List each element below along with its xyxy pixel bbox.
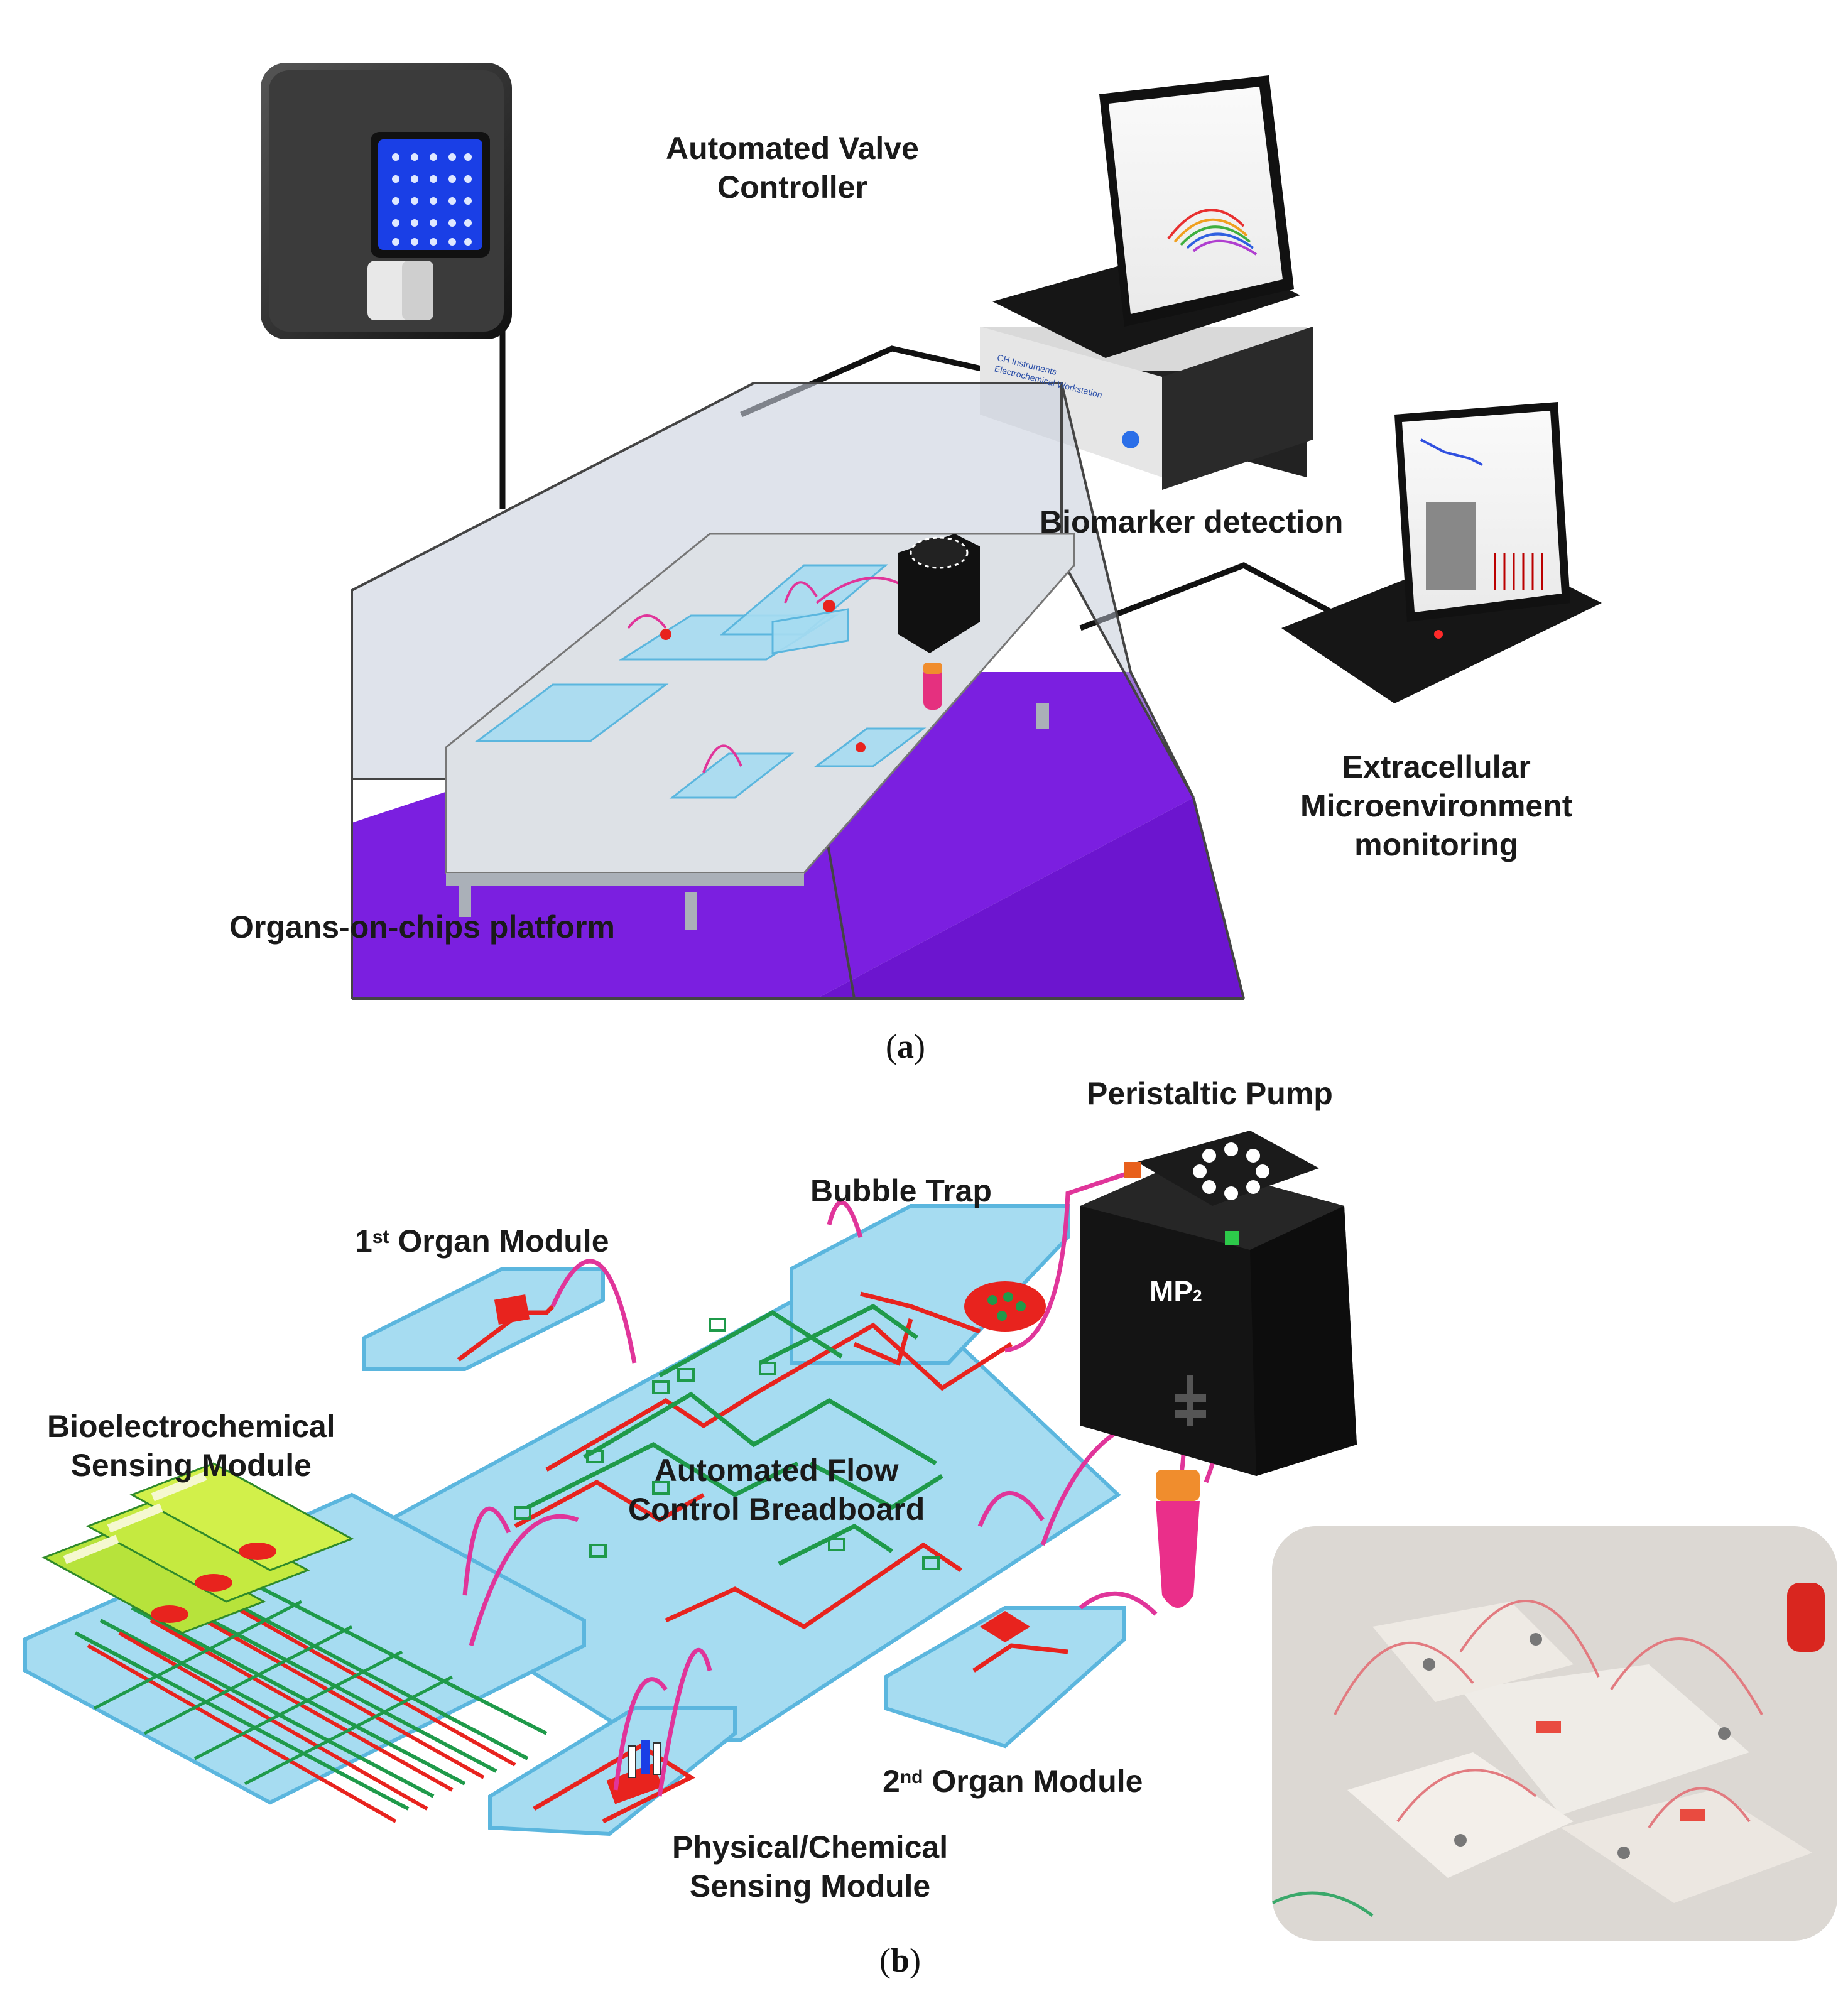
organ2-number: 2 <box>883 1764 900 1799</box>
electrochemical-workstation <box>980 75 1313 490</box>
bioelectro-label: Bioelectrochemical Sensing Module <box>47 1407 335 1485</box>
extracellular-label-line1: Extracellular <box>1342 749 1531 784</box>
biomarker-label: Biomarker detection <box>1040 504 1344 540</box>
pump-brand: MP2 <box>1150 1272 1202 1315</box>
organ1-ordinal: st <box>372 1227 389 1247</box>
caption-b-letter: b <box>890 1941 910 1979</box>
chip-layout-b <box>23 1131 1357 1836</box>
physical-chemical-label: Physical/Chemical Sensing Module <box>672 1828 948 1906</box>
caption-b: (b) <box>879 1941 921 1979</box>
organ1-number: 1 <box>355 1223 372 1259</box>
breadboard-label-line2: Control Breadboard <box>628 1492 925 1527</box>
physical-chemical-chip <box>488 1706 737 1836</box>
reservoir-tube <box>1156 1470 1200 1608</box>
bubble-trap-label: Bubble Trap <box>810 1173 992 1208</box>
peristaltic-pump <box>1080 1131 1357 1476</box>
bubble-trap-chip <box>790 1204 1070 1365</box>
valve-controller-device <box>261 63 512 339</box>
organ-module-1 <box>362 1267 605 1371</box>
organ2-text: Organ Module <box>923 1764 1143 1799</box>
physical-label-line2: Sensing Module <box>689 1869 931 1904</box>
valve-controller-label-line2: Controller <box>717 170 867 205</box>
extracellular-label-line2: Microenvironment <box>1300 788 1573 823</box>
electrode-strips <box>41 1462 354 1634</box>
organs-on-chips-platform <box>351 382 1245 1000</box>
valve-controller-label: Automated Valve Controller <box>666 129 919 207</box>
organ-module-2 <box>884 1606 1126 1749</box>
pump-brand-text: MP <box>1150 1275 1193 1308</box>
breadboard-label-line1: Automated Flow <box>654 1453 899 1488</box>
organ2-ordinal: nd <box>900 1767 923 1787</box>
bioelectro-label-line2: Sensing Module <box>70 1448 312 1483</box>
extracellular-label-line3: monitoring <box>1354 827 1519 862</box>
organ-module-2-label: 2nd Organ Module <box>883 1762 1143 1801</box>
caption-a-letter: a <box>896 1028 914 1065</box>
pump-brand-sub: 2 <box>1193 1286 1202 1305</box>
monitoring-laptop <box>1281 402 1602 703</box>
platform-label: Organs-on-chips platform <box>229 909 615 945</box>
caption-a: (a) <box>886 1028 925 1065</box>
organ-module-1-label: 1st Organ Module <box>355 1222 609 1261</box>
organ1-text: Organ Module <box>389 1223 609 1259</box>
valve-controller-label-line1: Automated Valve <box>666 131 919 166</box>
platform-photo <box>1272 1526 1837 1941</box>
physical-label-line1: Physical/Chemical <box>672 1830 948 1865</box>
extracellular-label: Extracellular Microenvironment monitorin… <box>1300 747 1572 864</box>
pump-label: Peristaltic Pump <box>1087 1076 1333 1111</box>
bioelectro-label-line1: Bioelectrochemical <box>47 1409 335 1444</box>
breadboard-label: Automated Flow Control Breadboard <box>628 1451 925 1529</box>
